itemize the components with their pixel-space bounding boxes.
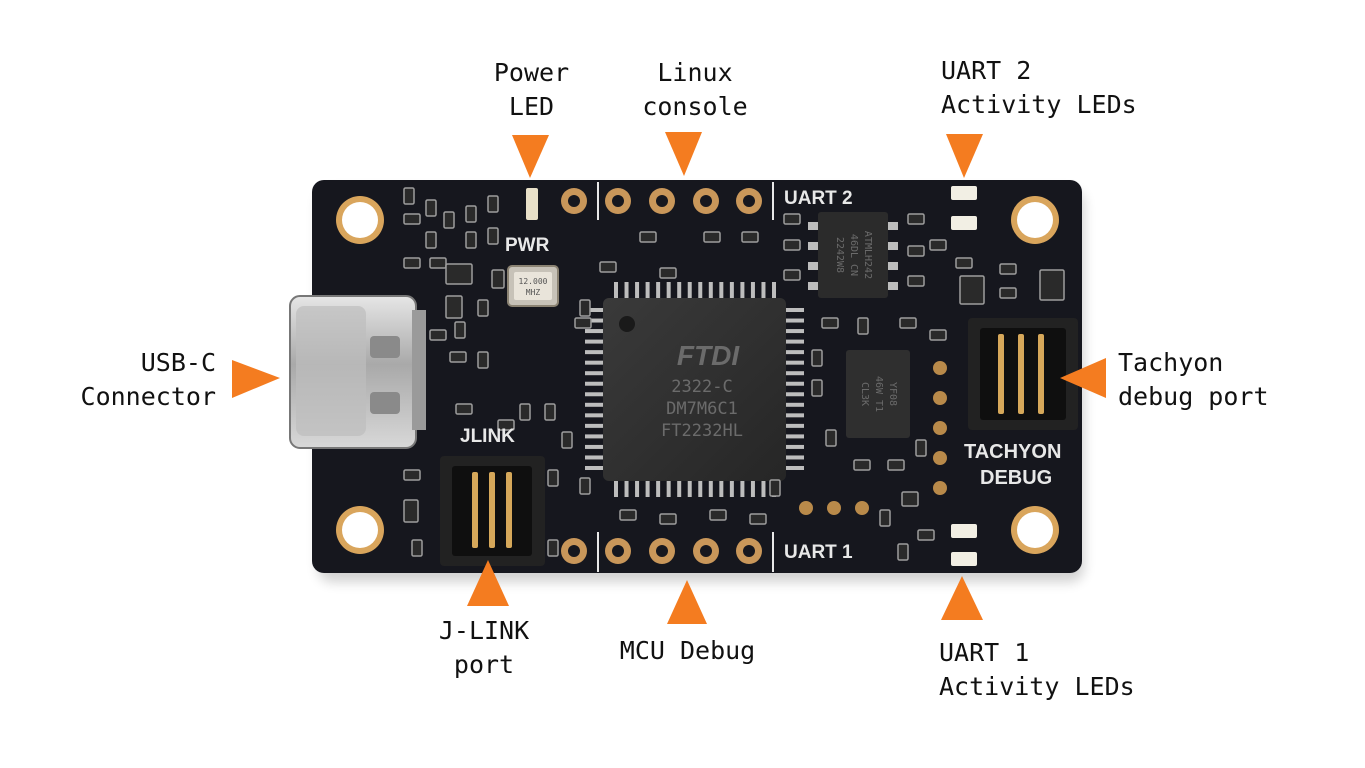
callout-mcu-debug: MCU Debug — [600, 634, 775, 668]
silk-jlink: JLINK — [460, 426, 515, 447]
tachyon-connector — [968, 318, 1078, 430]
arrow-mcu-debug — [667, 580, 707, 624]
silk-uart2: UART 2 — [784, 188, 853, 209]
callout-usb-c-line2: Connector — [80, 382, 216, 411]
callout-linux-console: Linux console — [620, 56, 770, 124]
chip-line3: FT2232HL — [661, 421, 743, 441]
chip-line1: 2322-C — [671, 377, 732, 397]
callout-uart2-leds-line2: Activity LEDs — [941, 90, 1137, 119]
callout-uart2-leds-line1: UART 2 — [941, 56, 1032, 85]
callout-uart2-leds: UART 2 Activity LEDs — [941, 54, 1137, 122]
eeprom-l3: 2242W8 — [834, 237, 845, 273]
callout-linux-console-line1: Linux — [657, 58, 733, 87]
silk-uart1: UART 1 — [784, 542, 853, 563]
crystal-l1: 12.000 — [519, 277, 548, 286]
mounting-holes — [336, 196, 1059, 554]
usb-c-connector — [289, 295, 426, 449]
test-pads — [799, 361, 947, 515]
eeprom-l2: 46DL CN — [848, 234, 859, 276]
eeprom-chip: ATMLH242 46DL CN 2242W8 — [808, 212, 898, 298]
crystal-l2: MHZ — [526, 288, 541, 297]
qfn-l1: YF08 — [887, 382, 898, 406]
silk-pwr: PWR — [505, 235, 550, 256]
qfn-l3: CL3K — [859, 382, 870, 406]
eeprom-l1: ATMLH242 — [862, 231, 873, 279]
jlink-connector — [440, 456, 545, 566]
chip-brand: FTDI — [677, 340, 740, 371]
silk-debug: DEBUG — [980, 467, 1052, 489]
qfn-l2: 46W T1 — [873, 376, 884, 412]
callout-mcu-debug-line1: MCU Debug — [619, 636, 756, 665]
arrow-power-led — [512, 135, 549, 178]
callout-jlink-line2: port — [453, 650, 515, 679]
ftdi-chip: FTDI 2322-C DM7M6C1 FT2232HL — [603, 298, 786, 481]
qfn-chip: YF08 46W T1 CL3K — [846, 350, 910, 438]
callout-tachyon: Tachyon debug port — [1118, 346, 1269, 414]
callout-power-led: Power LED — [479, 56, 584, 124]
callout-uart1-leds-line2: Activity LEDs — [939, 672, 1135, 701]
silk-tachyon: TACHYON — [964, 441, 1061, 463]
callout-jlink: J-LINK port — [414, 614, 554, 682]
uart2-header — [561, 182, 774, 220]
callout-usb-c: USB-C Connector — [40, 346, 216, 414]
arrow-tachyon — [1060, 358, 1106, 398]
leds — [526, 186, 977, 566]
callout-linux-console-line2: console — [642, 92, 748, 121]
callout-tachyon-line2: debug port — [1118, 382, 1269, 411]
callout-jlink-line1: J-LINK — [438, 616, 530, 645]
arrow-jlink — [467, 560, 509, 606]
chip-line2: DM7M6C1 — [666, 399, 738, 419]
uart1-header — [561, 532, 774, 572]
callout-uart1-leds: UART 1 Activity LEDs — [939, 636, 1135, 704]
arrow-linux-console — [665, 132, 702, 176]
callout-tachyon-line1: Tachyon — [1118, 348, 1224, 377]
callout-uart1-leds-line1: UART 1 — [939, 638, 1030, 667]
arrow-uart1-leds — [941, 576, 983, 620]
arrow-uart2-leds — [946, 134, 983, 178]
callout-power-led-line1: Power — [493, 58, 570, 87]
callout-power-led-line2: LED — [508, 92, 555, 121]
smd-components — [403, 187, 1065, 561]
crystal: 12.000 MHZ — [507, 265, 559, 307]
arrows — [232, 132, 1106, 624]
arrow-usb-c — [232, 360, 280, 398]
callout-usb-c-line1: USB-C — [140, 348, 216, 377]
